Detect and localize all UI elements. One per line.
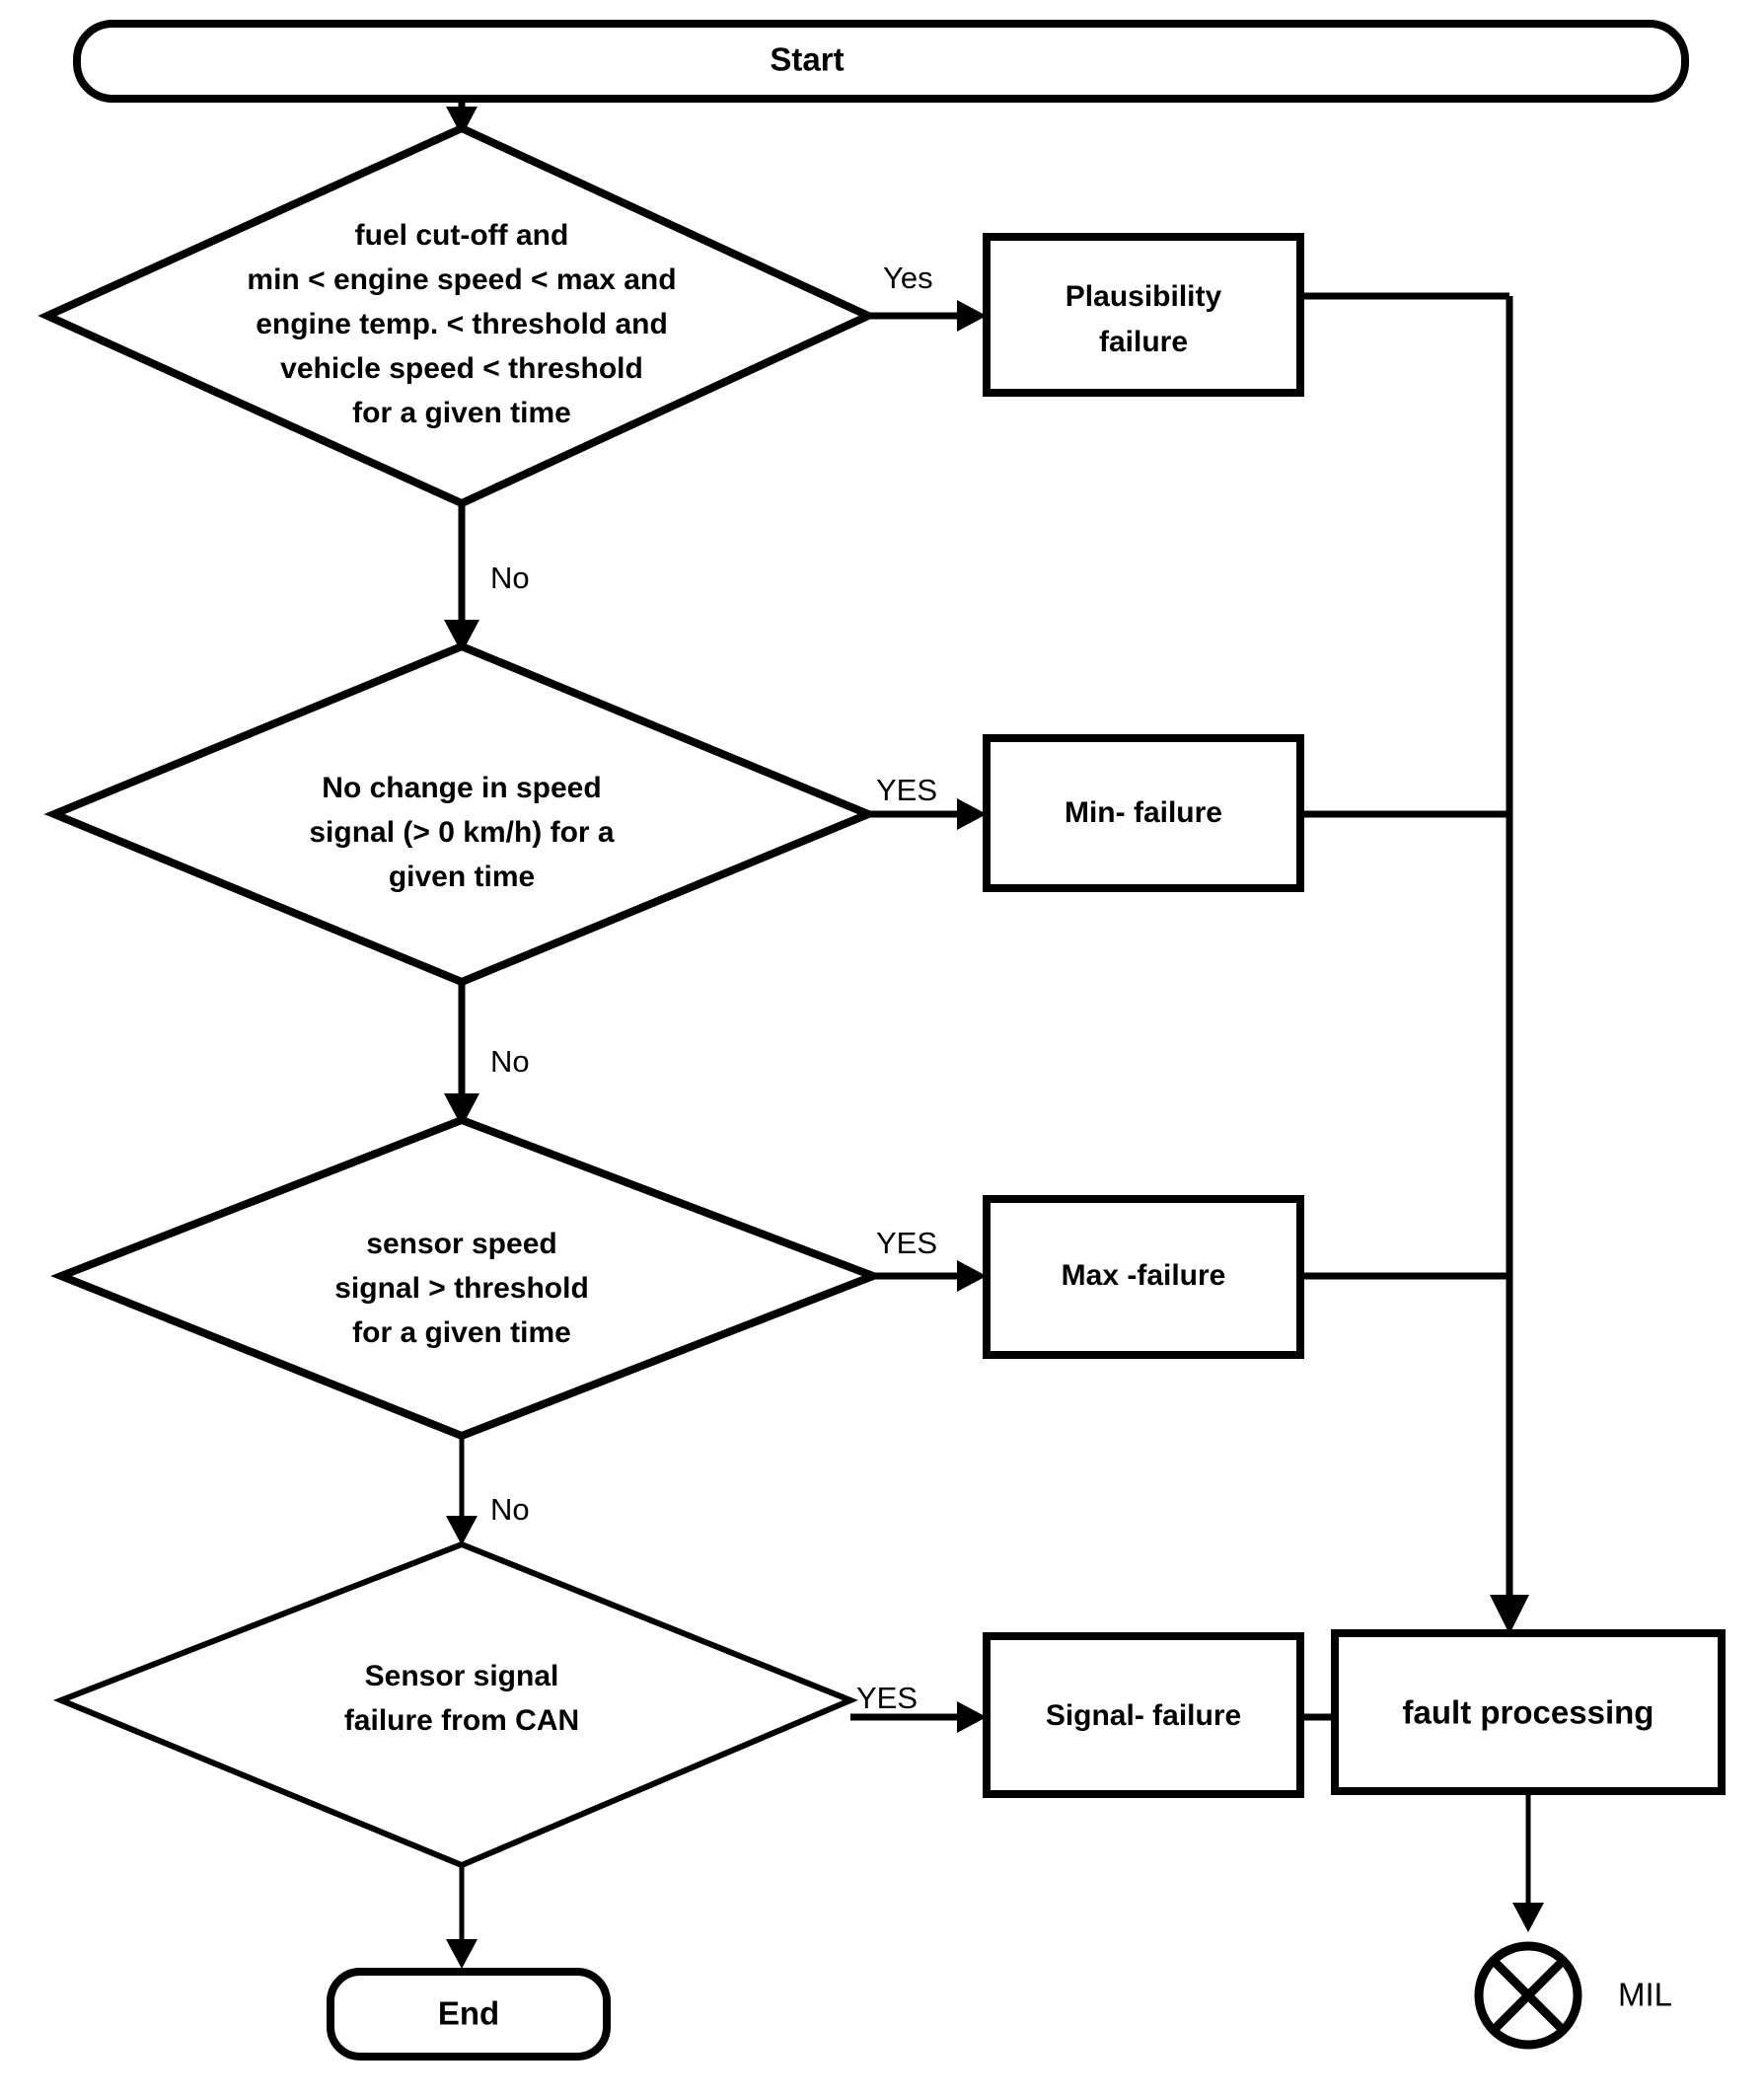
- connector-decision3-yes: YES: [873, 1226, 987, 1292]
- edge-label-decision3-no: No: [490, 1492, 530, 1527]
- mil-label: MIL: [1618, 1977, 1672, 2013]
- connector-decision2-no: No: [444, 982, 530, 1127]
- connector-decision4-to-end: [446, 1865, 478, 1969]
- decision-no-change-line-1: No change in speed: [322, 772, 601, 804]
- box-min-failure[interactable]: Min- failure: [983, 734, 1304, 892]
- connector-decision3-no: No: [446, 1436, 530, 1545]
- decision-can-failure-line-1: Sensor signal: [365, 1660, 559, 1692]
- decision-max-threshold-check[interactable]: sensor speed signal > threshold for a gi…: [50, 1115, 885, 1441]
- end-node-label: End: [438, 1995, 499, 2032]
- decision-plausibility-line-3: engine temp. < threshold and: [256, 308, 668, 340]
- connector-decision4-yes: YES: [850, 1681, 987, 1733]
- box-min-failure-shape: [983, 734, 1304, 892]
- box-max-failure[interactable]: Max -failure: [983, 1195, 1304, 1359]
- box-max-failure-line-1: Max -failure: [1062, 1259, 1226, 1292]
- edge-label-decision4-yes: YES: [856, 1681, 918, 1715]
- end-node-shape: [327, 1968, 611, 2061]
- decision-no-change-shape: [43, 641, 879, 987]
- decision-plausibility-line-5: for a given time: [352, 397, 571, 429]
- edge-label-decision3-yes: YES: [876, 1226, 937, 1260]
- start-node-shape: [73, 20, 1689, 103]
- decision-plausibility-line-4: vehicle speed < threshold: [280, 352, 643, 385]
- edge-label-decision2-yes: YES: [876, 773, 937, 807]
- connector-failure-bus: [1300, 292, 1529, 1634]
- box-signal-failure[interactable]: Signal- failure: [983, 1632, 1304, 1798]
- decision-plausibility-check[interactable]: fuel cut-off and min < engine speed < ma…: [37, 123, 878, 508]
- box-max-failure-shape: [983, 1195, 1304, 1359]
- box-fault-processing[interactable]: fault processing: [1331, 1629, 1726, 1795]
- connector-decision1-yes: Yes: [868, 261, 987, 332]
- edge-label-decision2-no: No: [490, 1044, 530, 1079]
- connector-start-to-decision1: [446, 99, 478, 136]
- decision-max-threshold-line-2: signal > threshold: [334, 1272, 589, 1305]
- decision-can-failure-line-2: failure from CAN: [344, 1704, 579, 1737]
- decision-no-change-line-2: signal (> 0 km/h) for a: [309, 816, 615, 849]
- box-fault-processing-label: fault processing: [1403, 1694, 1654, 1731]
- box-plausibility-failure-shape: [983, 233, 1304, 397]
- box-fault-processing-shape: [1331, 1629, 1726, 1795]
- edge-label-decision1-no: No: [490, 561, 530, 595]
- decision-max-threshold-line-1: sensor speed: [366, 1228, 556, 1260]
- mil-indicator[interactable]: MIL: [1474, 1941, 1672, 2050]
- decision-can-failure-check[interactable]: Sensor signal failure from CAN: [52, 1540, 858, 1869]
- box-plausibility-failure-line-2: failure: [1099, 326, 1188, 358]
- box-signal-failure-line-1: Signal- failure: [1046, 1699, 1241, 1732]
- decision-no-change-check[interactable]: No change in speed signal (> 0 km/h) for…: [43, 641, 879, 987]
- connector-decision1-no: No: [444, 503, 530, 653]
- connector-fault-processing-to-mil: [1512, 1791, 1544, 1932]
- decision-plausibility-line-2: min < engine speed < max and: [247, 263, 676, 296]
- start-node[interactable]: Start: [73, 20, 1689, 103]
- start-node-label: Start: [770, 41, 844, 78]
- decision-no-change-line-3: given time: [389, 861, 535, 893]
- box-plausibility-failure[interactable]: Plausibility failure: [983, 233, 1304, 397]
- decision-max-threshold-line-3: for a given time: [352, 1316, 571, 1349]
- decision-plausibility-line-1: fuel cut-off and: [355, 219, 569, 252]
- edge-label-decision1-yes: Yes: [883, 261, 933, 295]
- box-plausibility-failure-line-1: Plausibility: [1066, 280, 1222, 313]
- box-signal-failure-shape: [983, 1632, 1304, 1798]
- connector-decision2-yes: YES: [868, 773, 987, 830]
- box-min-failure-line-1: Min- failure: [1065, 796, 1222, 829]
- end-node[interactable]: End: [327, 1968, 611, 2061]
